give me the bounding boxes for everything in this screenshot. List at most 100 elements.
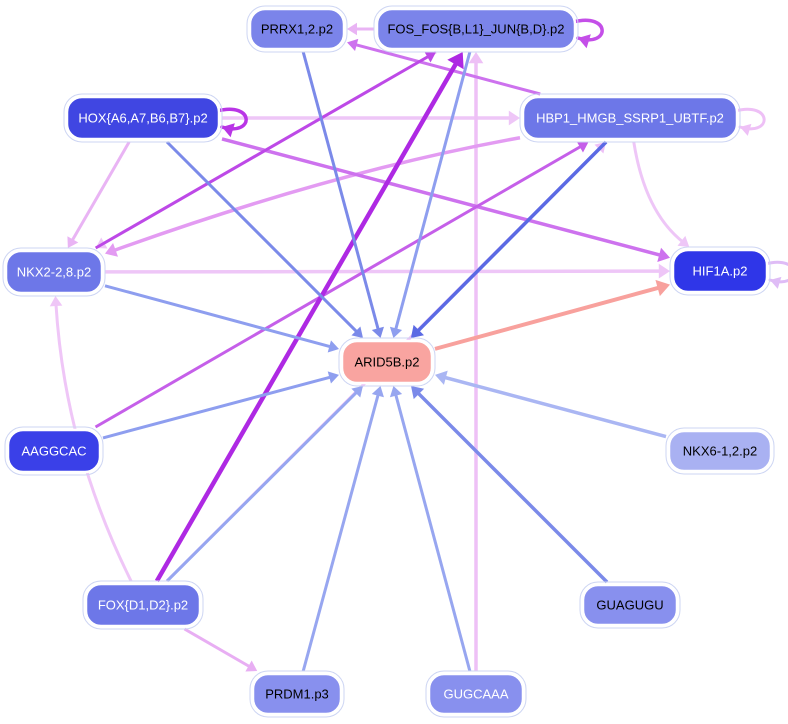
- edge-NKX6-ARID5B: [435, 370, 667, 439]
- edge-FOX-ARID5B: [166, 386, 363, 583]
- node-PRDM1[interactable]: PRDM1.p3: [249, 670, 345, 718]
- node-body: [65, 95, 221, 141]
- node-label: FOX{D1,D2}.p2: [98, 598, 188, 613]
- node-label: GUAGUGU: [596, 598, 663, 613]
- node-body: [671, 248, 769, 294]
- node-NKX6[interactable]: NKX6-1,2.p2: [665, 427, 775, 475]
- node-body: [521, 95, 739, 141]
- edge-arrowhead: [371, 326, 384, 338]
- edge-arrowhead: [576, 141, 589, 153]
- edge-AAGGCAC-HBP1: [94, 141, 589, 429]
- self-loop-FOS: [571, 18, 604, 49]
- node-body: [667, 429, 773, 473]
- node-HBP1[interactable]: HBP1_HMGB_SSRP1_UBTF.p2: [519, 93, 741, 143]
- node-HIF1A[interactable]: HIF1A.p2: [669, 246, 771, 296]
- edge-arrowhead: [327, 340, 339, 353]
- node-label: PRDM1.p3: [265, 687, 329, 702]
- edge-NKX2-ARID5B: [104, 284, 339, 353]
- edge-PRDM1-ARID5B: [301, 386, 384, 672]
- node-outer-ring: [519, 93, 741, 143]
- node-label: PRRX1,2.p2: [261, 22, 333, 37]
- edge-HBP1-NKX2: [105, 136, 521, 257]
- node-body: [4, 249, 104, 295]
- self-loop-HOX: [215, 107, 248, 138]
- node-HOX[interactable]: HOX{A6,A7,B6,B7}.p2: [63, 93, 223, 143]
- node-body: [248, 7, 346, 51]
- node-outer-ring: [425, 670, 527, 718]
- node-outer-ring: [338, 337, 436, 387]
- edge-GUAGUGU-ARID5B: [411, 386, 609, 584]
- edge-FOS-PRRX: [347, 22, 374, 36]
- node-ARID5B[interactable]: ARID5B.p2: [338, 337, 436, 387]
- node-label: AAGGCAC: [21, 444, 86, 459]
- edge-arrowhead: [347, 22, 357, 36]
- edge-FOX-FOS: [154, 52, 464, 583]
- node-label: HOX{A6,A7,B6,B7}.p2: [78, 111, 207, 126]
- node-FOX[interactable]: FOX{D1,D2}.p2: [82, 580, 204, 630]
- node-GUGCAAA[interactable]: GUGCAAA: [425, 670, 527, 718]
- edge-layer: [49, 18, 788, 672]
- node-NKX2[interactable]: NKX2-2,8.p2: [2, 247, 106, 297]
- node-AAGGCAC[interactable]: AAGGCAC: [4, 426, 104, 476]
- node-body: [581, 583, 679, 627]
- edge-arrowhead: [351, 386, 363, 398]
- edge-arrowhead: [657, 247, 670, 262]
- edge-arrowhead: [67, 236, 79, 248]
- edge-arrowhead: [578, 34, 591, 49]
- node-outer-ring: [246, 5, 348, 53]
- node-label: FOS_FOS{B,L1}_JUN{B,D}.p2: [387, 22, 564, 37]
- edge-HBP1-HIF1A: [632, 141, 690, 247]
- node-outer-ring: [4, 426, 104, 476]
- edge-FOX-PRDM1: [183, 627, 258, 672]
- edge-arrowhead: [327, 371, 339, 384]
- node-FOS[interactable]: FOS_FOS{B,L1}_JUN{B,D}.p2: [373, 5, 579, 53]
- edge-arrowhead: [105, 242, 119, 257]
- self-loop-HBP1: [733, 107, 766, 136]
- edge-arrowhead: [468, 52, 484, 64]
- edge-arrowhead: [245, 660, 258, 672]
- edge-arrowhead: [389, 326, 403, 338]
- edge-arrowhead: [655, 279, 670, 297]
- node-body: [427, 672, 525, 716]
- node-body: [340, 339, 434, 385]
- self-loop-HIF1A: [763, 260, 788, 289]
- edge-GUGCAAA-FOS: [468, 52, 484, 671]
- node-outer-ring: [579, 581, 681, 629]
- node-outer-ring: [2, 247, 106, 297]
- node-label: HIF1A.p2: [693, 264, 748, 279]
- edge-arrowhead: [770, 276, 782, 289]
- edge-HOX-HBP1: [222, 110, 520, 126]
- edge-arrowhead: [347, 38, 359, 52]
- node-label: ARID5B.p2: [354, 355, 419, 370]
- node-outer-ring: [669, 246, 771, 296]
- node-label: NKX6-1,2.p2: [683, 444, 757, 459]
- node-label: GUGCAAA: [443, 687, 508, 702]
- edge-HBP1-ARID5B: [410, 140, 608, 338]
- edge-arrowhead: [658, 263, 670, 279]
- edge-AAGGCAC-ARID5B: [102, 371, 339, 440]
- edge-NKX2-FOS: [94, 51, 437, 250]
- edge-HBP1-PRRX: [347, 38, 541, 96]
- node-GUAGUGU[interactable]: GUAGUGU: [579, 581, 681, 629]
- node-body: [375, 7, 577, 51]
- node-label: NKX2-2,8.p2: [17, 265, 91, 280]
- edge-GUGCAAA-ARID5B: [389, 386, 472, 672]
- edge-arrowhead: [389, 386, 403, 398]
- edge-arrowhead: [435, 370, 448, 385]
- node-outer-ring: [82, 580, 204, 630]
- node-label: HBP1_HMGB_SSRP1_UBTF.p2: [536, 111, 724, 126]
- node-body: [251, 672, 343, 716]
- node-outer-ring: [249, 670, 345, 718]
- node-outer-ring: [373, 5, 579, 53]
- edge-arrowhead: [740, 123, 752, 136]
- node-PRRX[interactable]: PRRX1,2.p2: [246, 5, 348, 53]
- edge-arrowhead: [351, 326, 363, 338]
- edge-arrowhead: [508, 110, 520, 126]
- edge-HOX-NKX2: [67, 141, 131, 248]
- edge-arrowhead: [222, 123, 235, 138]
- edge-ARID5B-HIF1A: [434, 279, 670, 351]
- node-body: [84, 582, 202, 628]
- edge-arrowhead: [371, 386, 384, 398]
